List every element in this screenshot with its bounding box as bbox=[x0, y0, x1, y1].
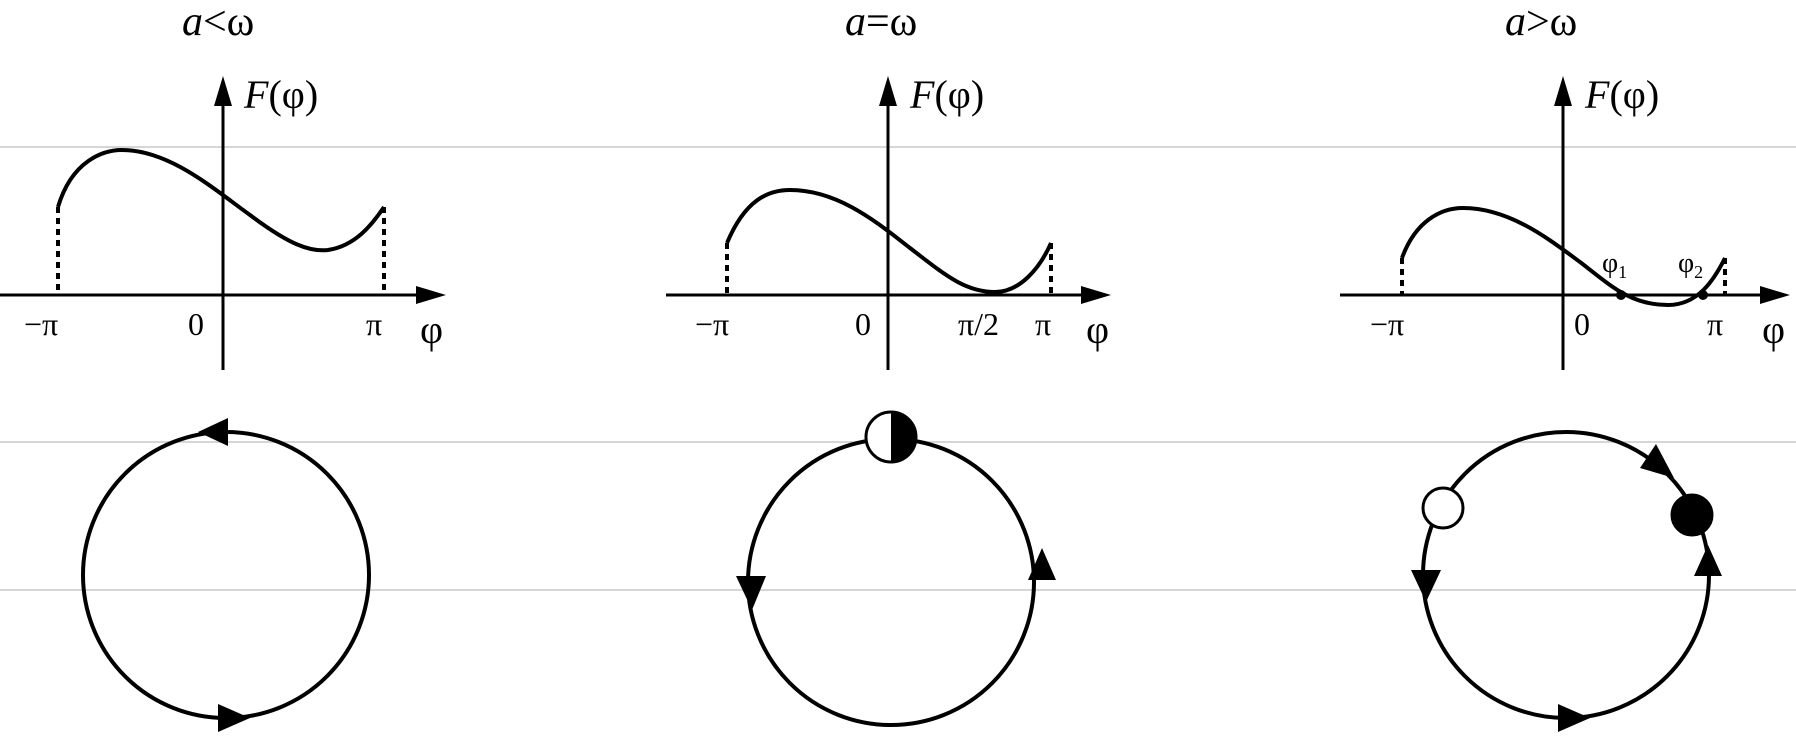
direction-arrow-bottom-icon bbox=[218, 704, 250, 732]
panel-a-less-omega: a<ω F(φ) φ −π 0 π bbox=[0, 0, 446, 732]
tick-neg-pi: −π bbox=[24, 306, 58, 342]
root-phi1-label: φ1 bbox=[1602, 248, 1627, 282]
tick-zero: 0 bbox=[855, 306, 871, 342]
y-axis-label: F(φ) bbox=[909, 72, 984, 117]
x-axis-label: φ bbox=[420, 307, 443, 352]
direction-arrow-bottom-icon bbox=[1558, 704, 1590, 732]
x-axis-label: φ bbox=[1086, 307, 1109, 352]
x-axis-label: φ bbox=[1762, 307, 1785, 352]
f-curve bbox=[1400, 205, 1727, 308]
f-curve bbox=[725, 187, 1053, 295]
x-axis-arrow-icon bbox=[1081, 286, 1111, 304]
panel-title: a=ω bbox=[845, 0, 917, 45]
tick-zero: 0 bbox=[1574, 306, 1590, 342]
panel-a-greater-omega: a>ω F(φ) φ φ1 φ2 −π 0 π bbox=[1340, 0, 1790, 732]
tick-zero: 0 bbox=[188, 306, 204, 342]
direction-arrow-left-icon bbox=[736, 576, 766, 610]
y-axis-label: F(φ) bbox=[1584, 72, 1659, 117]
direction-arrow-upper-right-icon bbox=[1640, 444, 1674, 478]
direction-arrow-right-icon bbox=[1694, 545, 1722, 576]
tick-half-pi: π/2 bbox=[958, 306, 999, 342]
direction-arrow-top-icon bbox=[198, 418, 228, 446]
phase-circle bbox=[81, 430, 371, 720]
direction-arrow-left-icon bbox=[1411, 570, 1441, 602]
tick-pi: π bbox=[1035, 306, 1051, 342]
semistable-point-filled-half bbox=[891, 412, 916, 462]
panel-title: a>ω bbox=[1505, 0, 1577, 45]
y-axis-arrow-icon bbox=[879, 76, 897, 106]
unstable-point bbox=[1421, 486, 1465, 530]
semistable-point bbox=[864, 410, 918, 464]
stable-point bbox=[1670, 493, 1714, 537]
tick-pi: π bbox=[366, 306, 382, 342]
direction-arrow-right-icon bbox=[1028, 548, 1056, 580]
root-phi2-marker bbox=[1698, 290, 1708, 300]
y-axis-arrow-icon bbox=[214, 76, 232, 106]
guide-lines bbox=[0, 146, 1796, 591]
x-axis-arrow-icon bbox=[1760, 286, 1790, 304]
root-phi2-label: φ2 bbox=[1678, 248, 1703, 282]
phase-circle bbox=[746, 437, 1036, 727]
y-axis-arrow-icon bbox=[1554, 76, 1572, 106]
panel-title: a<ω bbox=[182, 0, 254, 45]
tick-neg-pi: −π bbox=[695, 306, 729, 342]
f-curve bbox=[56, 147, 386, 253]
tick-neg-pi: −π bbox=[1370, 306, 1404, 342]
panel-a-equals-omega: a=ω F(φ) φ −π 0 π/2 π bbox=[666, 0, 1111, 727]
x-axis-arrow-icon bbox=[416, 286, 446, 304]
y-axis-label: F(φ) bbox=[243, 72, 318, 117]
tick-pi: π bbox=[1707, 306, 1723, 342]
root-phi1-marker bbox=[1616, 290, 1626, 300]
